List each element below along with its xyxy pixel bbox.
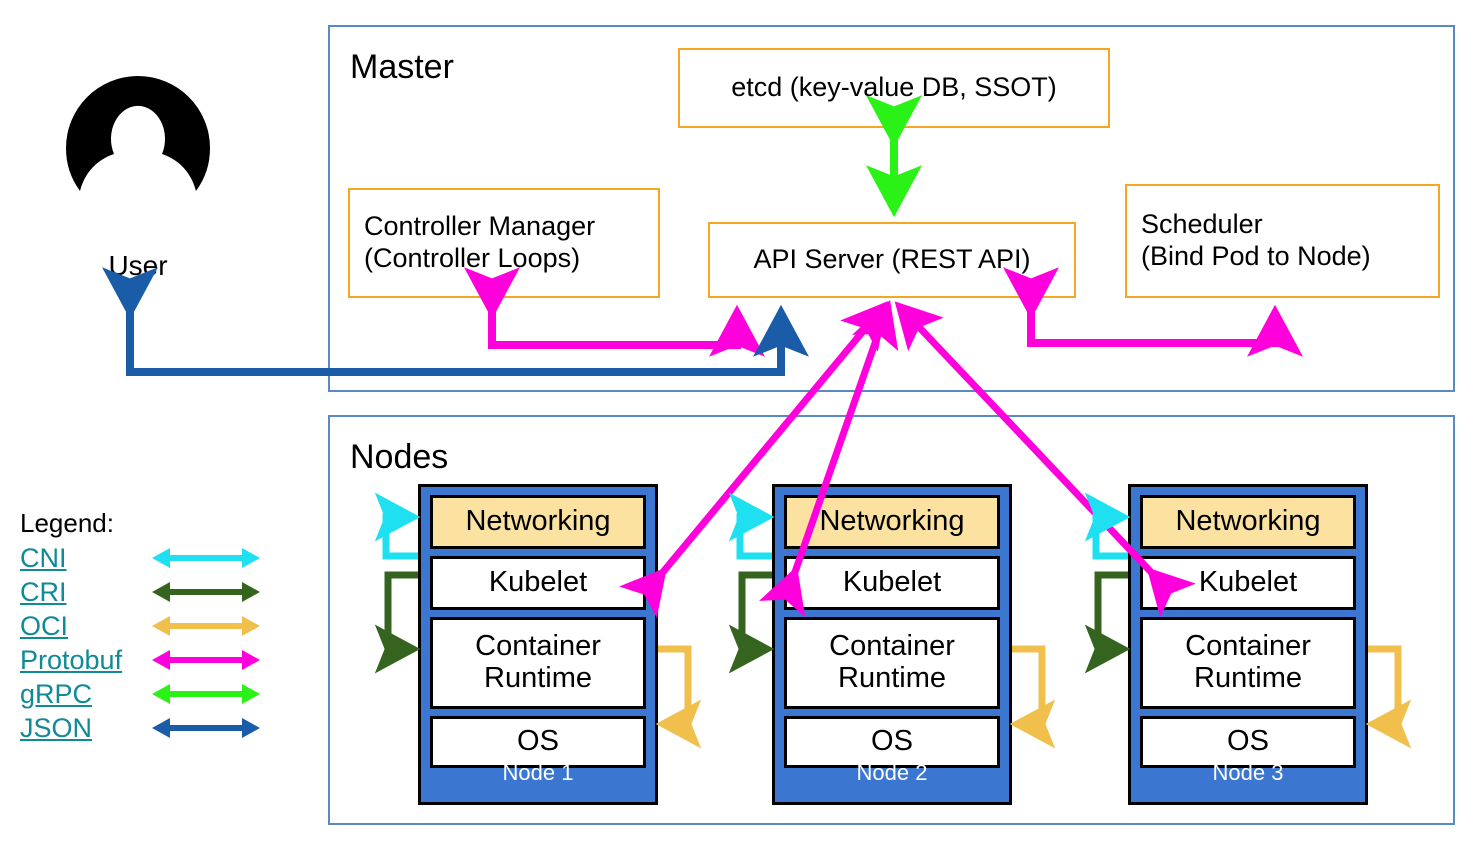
protobuf-arrow-icon: [152, 650, 260, 670]
connector-node-1-container-runtime-os-oci: [655, 645, 702, 749]
connector-node-3-kubelet-container-runtime-cri: [1084, 571, 1131, 674]
legend-item-oci[interactable]: OCI: [20, 609, 262, 643]
connector-node-3-kubelet-networking-cni: [1084, 492, 1131, 560]
connector-node-2-container-runtime-os-oci: [1009, 645, 1056, 749]
node-3-kubelet[interactable]: Kubelet: [1140, 556, 1356, 610]
connector-node-2-kubelet-networking-cni: [728, 492, 775, 560]
legend: Legend: CNI CRI OCI: [20, 508, 262, 745]
node-1-networking[interactable]: Networking: [430, 495, 646, 549]
legend-label-json[interactable]: JSON: [20, 712, 93, 743]
node-3[interactable]: Networking Kubelet Container Runtime OS …: [1128, 484, 1368, 805]
api-server-box[interactable]: API Server (REST API): [708, 222, 1076, 298]
legend-label-oci[interactable]: OCI: [20, 610, 69, 641]
grpc-arrow-icon: [152, 684, 260, 704]
user-avatar-icon: [65, 76, 211, 191]
legend-item-cni[interactable]: CNI: [20, 541, 262, 575]
scheduler-line2: (Bind Pod to Node): [1141, 241, 1371, 271]
nodes-title: Nodes: [350, 438, 449, 476]
scheduler-box[interactable]: Scheduler (Bind Pod to Node): [1125, 184, 1440, 298]
cri-arrow-icon: [152, 582, 260, 602]
node-1-caption: Node 1: [502, 760, 574, 785]
cni-arrow-icon: [152, 548, 260, 568]
node-2-os[interactable]: OS: [784, 716, 1000, 768]
node-3-cr-line2: Runtime: [1194, 662, 1302, 694]
connector-node-1-kubelet-networking-cni: [374, 492, 421, 560]
node-3-networking[interactable]: Networking: [1140, 495, 1356, 549]
node-1-cr-line1: Container: [475, 630, 601, 663]
node-2-container-runtime[interactable]: Container Runtime: [784, 617, 1000, 709]
node-1-os[interactable]: OS: [430, 716, 646, 768]
connector-node-1-kubelet-container-runtime-cri: [374, 571, 421, 674]
legend-label-protobuf[interactable]: Protobuf: [20, 644, 123, 675]
legend-item-protobuf[interactable]: Protobuf: [20, 643, 262, 677]
master-title: Master: [350, 48, 454, 86]
node-1-container-runtime[interactable]: Container Runtime: [430, 617, 646, 709]
node-2-kubelet[interactable]: Kubelet: [784, 556, 1000, 610]
connector-node-2-kubelet-api-server-protobuf: [758, 300, 899, 618]
legend-item-grpc[interactable]: gRPC: [20, 677, 262, 711]
node-3-cr-line1: Container: [1185, 630, 1311, 663]
node-1-kubelet[interactable]: Kubelet: [430, 556, 646, 610]
legend-item-cri[interactable]: CRI: [20, 575, 262, 609]
json-arrow-icon: [152, 718, 260, 738]
controller-manager-box[interactable]: Controller Manager (Controller Loops): [348, 188, 660, 298]
node-3-caption: Node 3: [1212, 760, 1284, 785]
legend-title: Legend:: [20, 508, 114, 538]
etcd-box[interactable]: etcd (key-value DB, SSOT): [678, 48, 1110, 128]
legend-item-json[interactable]: JSON: [20, 711, 262, 745]
legend-label-cri[interactable]: CRI: [20, 576, 67, 607]
controller-manager-line2: (Controller Loops): [364, 243, 581, 273]
node-1[interactable]: Networking Kubelet Container Runtime OS …: [418, 484, 658, 805]
oci-arrow-icon: [152, 616, 260, 636]
node-2-cr-line2: Runtime: [838, 662, 946, 694]
node-3-os[interactable]: OS: [1140, 716, 1356, 768]
legend-label-grpc[interactable]: gRPC: [20, 678, 93, 709]
node-1-cr-line2: Runtime: [484, 662, 592, 694]
node-2-cr-line1: Container: [829, 630, 955, 663]
node-2-caption: Node 2: [856, 760, 928, 785]
scheduler-line1: Scheduler: [1141, 209, 1263, 240]
node-3-container-runtime[interactable]: Container Runtime: [1140, 617, 1356, 709]
connector-node-2-kubelet-container-runtime-cri: [728, 571, 775, 674]
legend-label-cni[interactable]: CNI: [20, 542, 67, 573]
user-label: User: [108, 250, 168, 281]
controller-manager-line1: Controller Manager: [364, 211, 596, 242]
connector-node-3-container-runtime-os-oci: [1365, 645, 1412, 749]
